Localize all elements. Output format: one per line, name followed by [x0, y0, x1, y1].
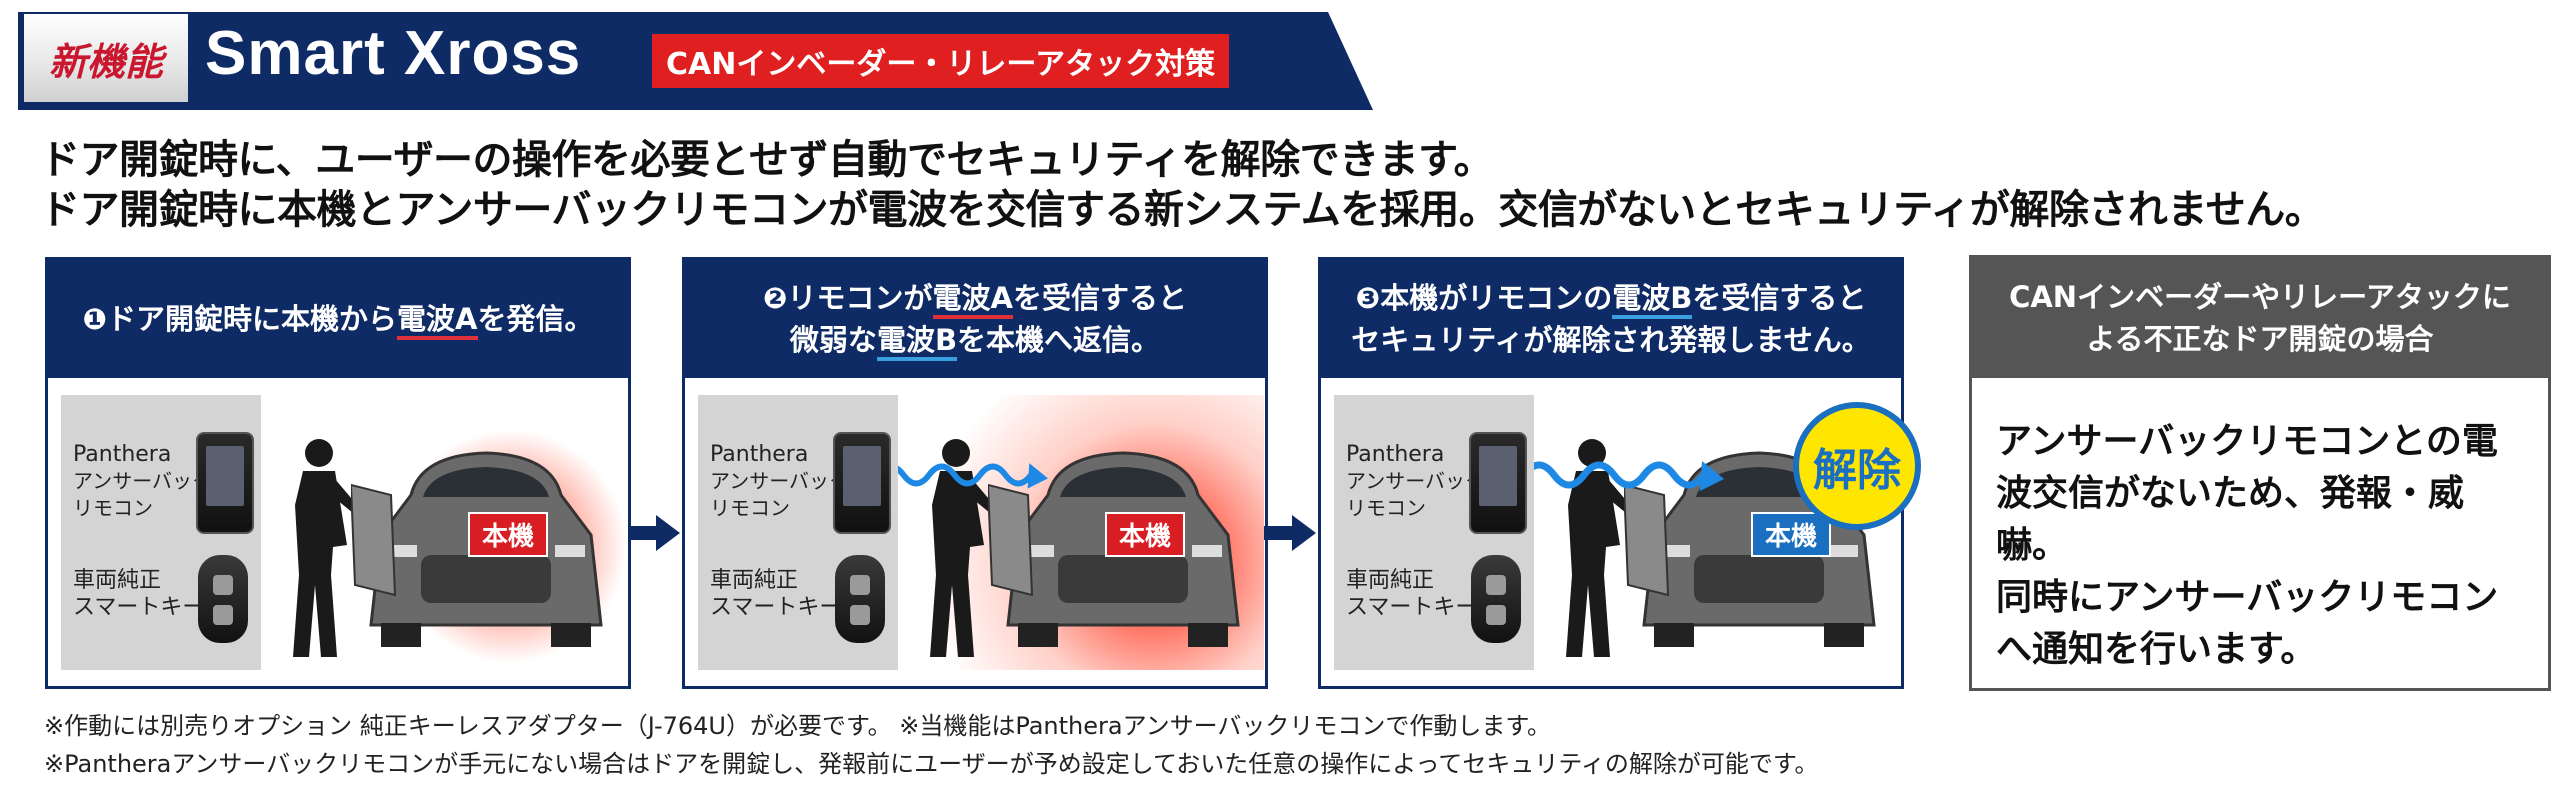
key-label-line: 車両純正	[710, 568, 799, 593]
unauthorized-case-heading: CANインベーダーやリレーアタックに よる不正なドア開錠の場合	[1972, 258, 2548, 378]
answerback-remote-icon	[1469, 432, 1527, 534]
key-label-line: 車両純正	[1346, 568, 1435, 593]
heading-text: 微弱な	[789, 323, 877, 357]
footnote-2: ※Pantheraアンサーバックリモコンが手元にない場合はドアを開錠し、発報前に…	[44, 750, 1819, 778]
step-heading-line: ❸本機がリモコンの電波Bを受信すると	[1351, 277, 1870, 319]
remote-label-line: Panthera	[710, 442, 809, 467]
remote-label-line: リモコン	[710, 496, 790, 520]
key-label-line: 車両純正	[73, 568, 162, 593]
radio-wave-icon	[878, 463, 1048, 489]
step-heading-line: ❷リモコンが電波Aを受信すると	[763, 277, 1187, 319]
main-unit-label: 本機	[1105, 512, 1186, 557]
answerback-remote-icon	[196, 432, 254, 534]
smart-key-label: 車両純正スマートキー	[1346, 567, 1477, 621]
smart-key-icon	[1471, 555, 1521, 643]
remote-label-line: アンサーバック	[710, 469, 849, 493]
smart-key-icon	[835, 555, 885, 643]
unauthorized-case-panel: CANインベーダーやリレーアタックに よる不正なドア開錠の場合 アンサーバックリ…	[1969, 255, 2551, 691]
intro-line-1: ドア開錠時に、ユーザーの操作を必要とせず自動でセキュリティを解除できます。	[40, 137, 1494, 183]
page-title: Smart Xross	[205, 19, 582, 88]
smart-key-label: 車両純正スマートキー	[710, 567, 841, 621]
unauthorized-case-body: アンサーバックリモコンとの電 波交信がないため、発報・威嚇。 同時にアンサーバッ…	[1972, 378, 2548, 676]
key-label-line: スマートキー	[73, 595, 205, 620]
step-heading-line: 微弱な電波Bを本機へ返信。	[763, 319, 1187, 361]
new-feature-badge: 新機能	[24, 14, 188, 102]
signal-a-label: 電波A	[397, 302, 478, 340]
car-scene: 本機	[261, 395, 627, 670]
person-icon	[1566, 439, 1630, 657]
remote-label-line: Panthera	[1346, 442, 1445, 467]
footnote-1: ※作動には別売りオプション 純正キーレスアダプター（J-764U）が必要です。 …	[44, 712, 1552, 740]
intro-text: ドア開錠時に、ユーザーの操作を必要とせず自動でセキュリティを解除できます。 ドア…	[40, 135, 2325, 235]
heading-line: CANインベーダーやリレーアタックに	[2009, 280, 2511, 314]
person-icon	[930, 439, 994, 657]
intro-line-2: ドア開錠時に本機とアンサーバックリモコンが電波を交信する新システムを採用。交信が…	[40, 187, 2325, 233]
arrow-icon	[628, 526, 656, 540]
subtitle-badge: CANインベーダー・リレーアタック対策	[652, 34, 1230, 88]
person-icon	[293, 439, 357, 657]
step-heading-line: セキュリティが解除され発報しません。	[1351, 323, 1871, 357]
arrow-icon	[656, 515, 680, 551]
heading-text: を受信すると	[1013, 281, 1188, 315]
main-unit-label: 本機	[1751, 512, 1832, 557]
body-line: へ通知を行います。	[1996, 629, 2317, 670]
heading-text: ❷リモコンが	[762, 281, 933, 315]
answerback-remote-icon	[833, 432, 891, 534]
heading-text: ❶ドア開錠時に本機から	[82, 302, 398, 336]
step-heading: ❷リモコンが電波Aを受信すると微弱な電波Bを本機へ返信。	[685, 260, 1265, 378]
body-line: アンサーバックリモコンとの電	[1996, 421, 2498, 462]
key-label-line: スマートキー	[710, 595, 842, 620]
remote-label-line: リモコン	[1346, 496, 1426, 520]
key-label-line: スマートキー	[1346, 595, 1478, 620]
step-heading: ❶ドア開錠時に本機から電波Aを発信。	[48, 260, 628, 378]
remote-label-line: Panthera	[73, 442, 172, 467]
car-scene: 本機	[878, 395, 1264, 670]
heading-text: を本機へ返信。	[957, 323, 1161, 357]
smart-key-icon	[198, 555, 248, 643]
heading-text: を受信すると	[1692, 281, 1867, 315]
signal-b-label: 電波B	[1612, 281, 1693, 319]
radio-wave-icon	[1521, 461, 1724, 491]
arrow-icon	[1264, 526, 1292, 540]
smart-key-label: 車両純正スマートキー	[73, 567, 204, 621]
body-line: 波交信がないため、発報・威嚇。	[1996, 473, 2465, 566]
step-heading-line: ❶ドア開錠時に本機から電波Aを発信。	[82, 298, 594, 340]
remote-label-line: アンサーバック	[1346, 469, 1485, 493]
heading-text: を発信。	[477, 302, 594, 336]
remote-label-line: リモコン	[73, 496, 153, 520]
release-badge: 解除	[1793, 402, 1921, 530]
main-unit-label: 本機	[468, 512, 549, 557]
signal-b-label: 電波B	[876, 323, 958, 361]
remote-label-line: アンサーバック	[73, 469, 212, 493]
step-heading: ❸本機がリモコンの電波Bを受信するとセキュリティが解除され発報しません。	[1321, 260, 1901, 378]
signal-a-label: 電波A	[932, 281, 1013, 319]
arrow-icon	[1292, 515, 1316, 551]
heading-line: よる不正なドア開錠の場合	[2086, 322, 2434, 356]
body-line: 同時にアンサーバックリモコン	[1996, 577, 2499, 618]
heading-text: ❸本機がリモコンの	[1355, 281, 1613, 315]
